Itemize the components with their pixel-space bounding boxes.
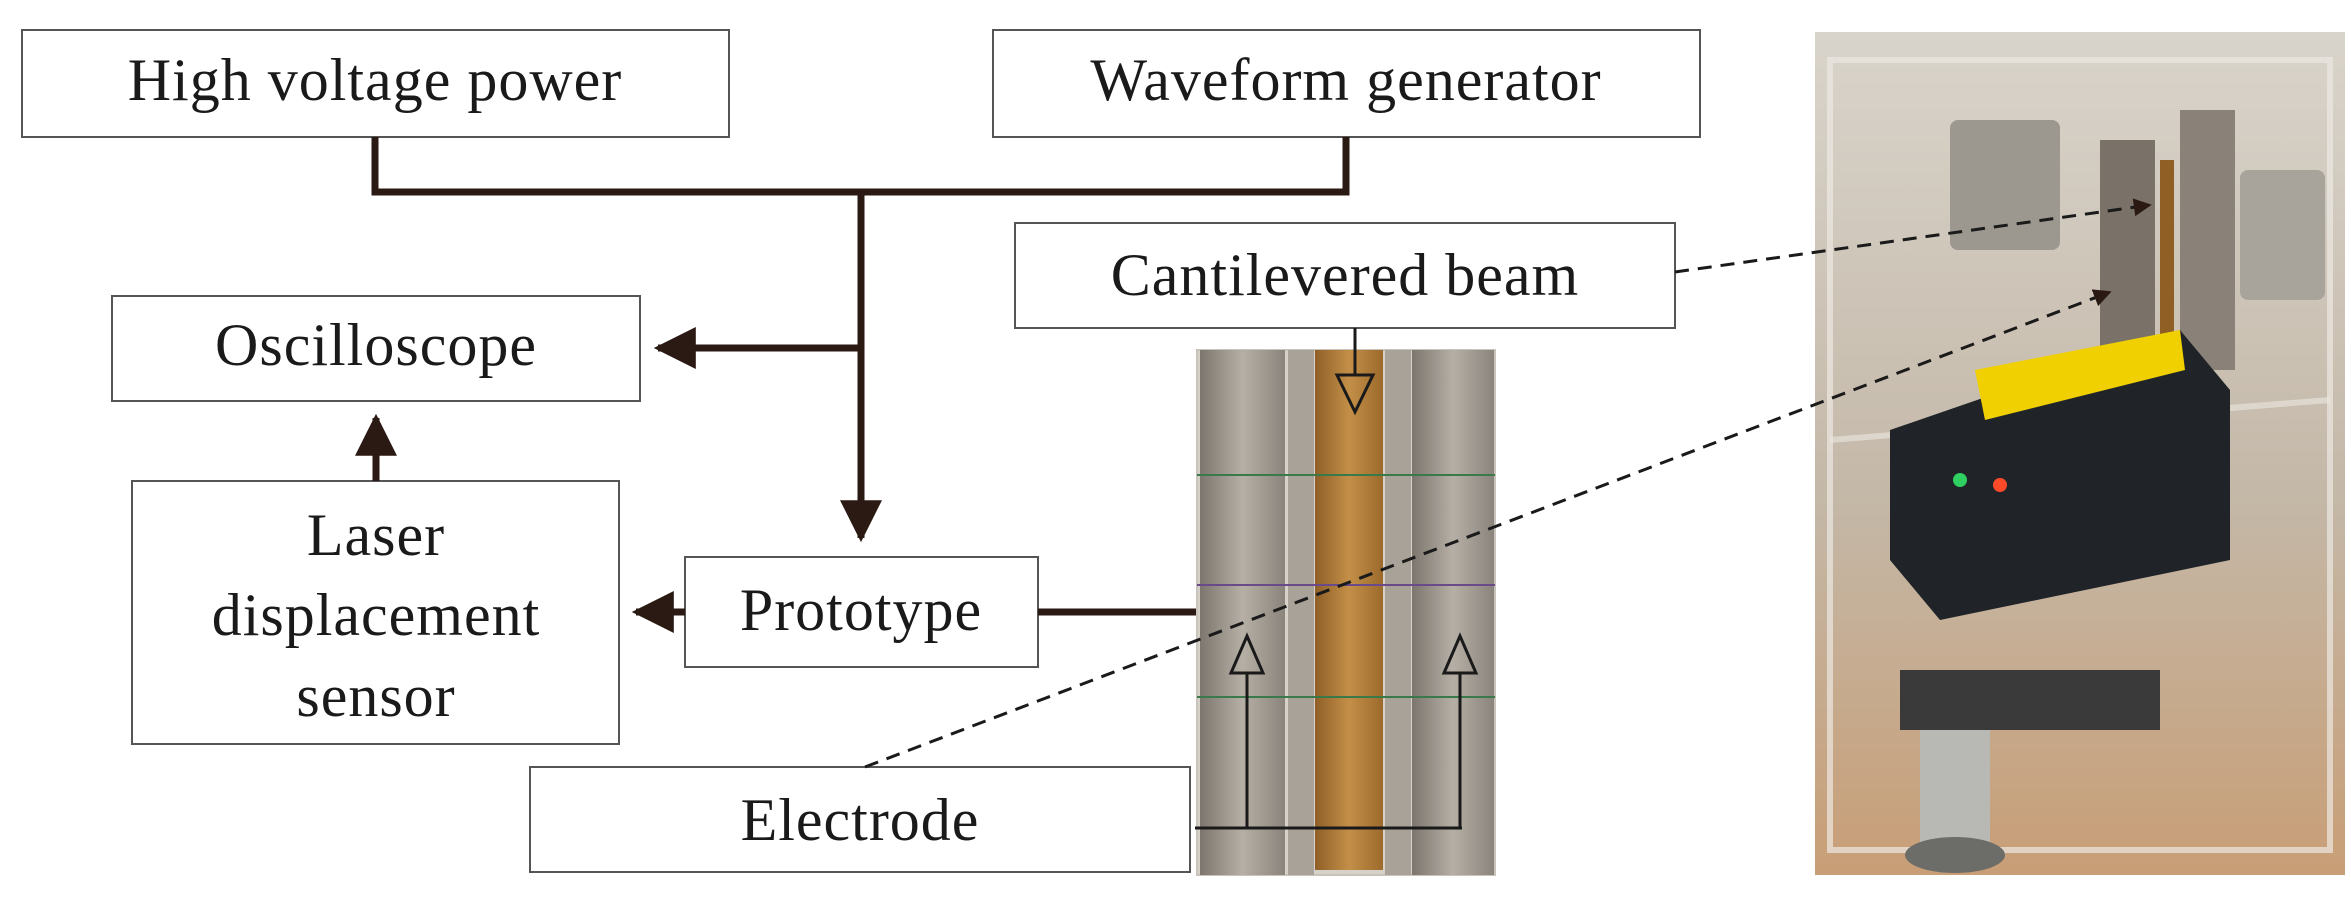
waveform-generator-block: Waveform generator [992,29,1701,138]
status-led-red [1993,478,2007,492]
callout-lines [864,198,2152,769]
electrode-callout-line [864,289,2112,769]
laser-label-line-1: Laser [307,502,445,568]
electrode-plate-right [1412,350,1494,875]
laser-label-line-2: displacement [212,582,541,648]
high-voltage-power-block: High voltage power [21,29,730,138]
beam-indicator-arrow [1334,328,1376,416]
laser-sensor-body [1890,330,2230,620]
electrode-label-box: Electrode [529,766,1191,873]
rig-electrode-plate-left [2100,140,2155,370]
electrode-spacer-right [1385,350,1411,875]
laser-sensor-device [1890,330,2230,620]
experimental-setup-photo [1815,32,2345,875]
laser-label-line-3: sensor [296,663,455,729]
clamp-right [2240,170,2325,300]
oscilloscope-block: Oscilloscope [111,295,641,402]
laser-displacement-sensor-block: Laser displacement sensor [131,480,620,745]
cantilevered-beam-label-box: Cantilevered beam [1014,222,1676,329]
electrode-label: Electrode [741,787,980,853]
oscilloscope-label: Oscilloscope [215,312,537,378]
micrometer-stage [1900,670,2160,730]
micrometer-knob [1905,837,2005,873]
laser-sensor-warning-label [1975,330,2185,420]
electrode-spacer-left [1288,350,1314,875]
signal-connectors [355,137,1350,633]
cantilever-beam-strip [1315,350,1383,870]
electrode-plate-left [1200,350,1285,875]
high-voltage-power-label: High voltage power [128,47,623,113]
electrode-indicator-arrow-left [1228,632,1266,828]
source-bus-line [371,137,1350,196]
rig-electrode-plate-right [2180,110,2235,370]
clamp-left [1950,120,2060,250]
prototype-photo [1195,328,1496,876]
waveform-generator-label: Waveform generator [1090,47,1601,113]
prototype-label: Prototype [740,577,982,643]
cantilever-callout-line [1674,198,2152,274]
cantilevered-beam-label: Cantilevered beam [1111,242,1579,308]
status-led-green [1953,473,1967,487]
acrylic-frame [1827,57,2333,853]
prototype-block: Prototype [684,556,1039,668]
electrode-indicator-arrow-right [1441,632,1479,828]
rig-cantilever-beam [2160,160,2174,380]
